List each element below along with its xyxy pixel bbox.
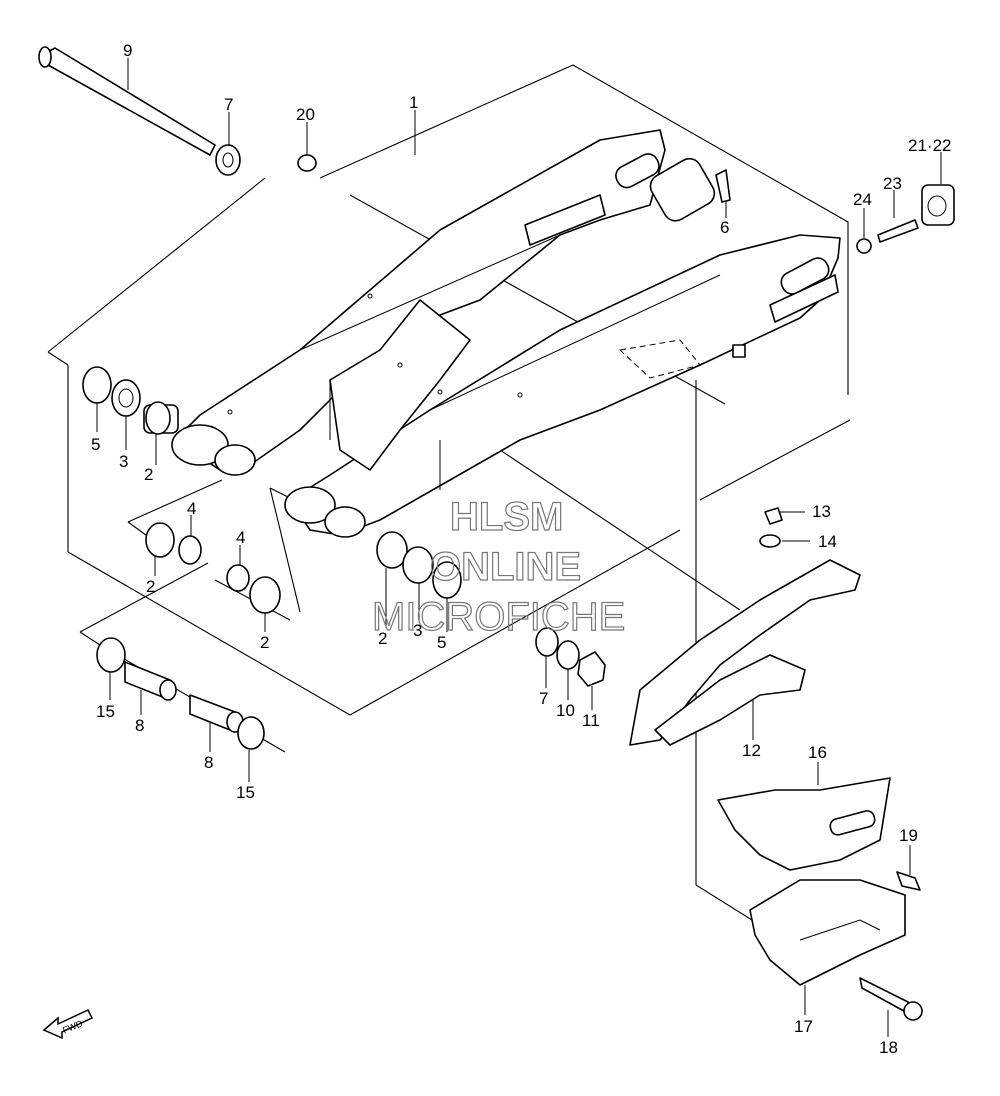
callout-2-middle: 2 <box>260 633 269 652</box>
callout-18: 18 <box>879 1038 898 1057</box>
callout-12: 12 <box>742 741 761 760</box>
watermark: HLSM ONLINE MICROFICHE <box>371 494 626 639</box>
callout-2-lower-left: 2 <box>146 577 155 596</box>
callout-20: 20 <box>296 105 315 124</box>
callout-3-right: 3 <box>413 621 422 640</box>
callout-6: 6 <box>720 218 729 237</box>
callout-15-right: 15 <box>236 783 255 802</box>
callout-17: 17 <box>794 1017 813 1036</box>
callout-24: 24 <box>853 190 872 209</box>
callout-3-left: 3 <box>119 452 128 471</box>
watermark-line-2: ONLINE <box>430 545 581 589</box>
callout-7-bottom: 7 <box>539 689 548 708</box>
watermark-line-1: HLSM <box>450 495 563 539</box>
callout-23: 23 <box>883 174 902 193</box>
callout-2-right: 2 <box>378 629 387 648</box>
callout-5-right: 5 <box>437 633 446 652</box>
callout-2-left: 2 <box>144 465 153 484</box>
fwd-arrow-icon: FWD <box>42 1009 94 1040</box>
callout-14: 14 <box>818 532 837 551</box>
swingarm-body <box>171 129 841 538</box>
callout-8-right: 8 <box>204 753 213 772</box>
callout-7-top: 7 <box>224 95 233 114</box>
callout-16: 16 <box>808 743 827 762</box>
watermark-line-3: MICROFICHE <box>372 595 625 639</box>
callout-1: 1 <box>409 93 418 112</box>
callout-8-left: 8 <box>135 716 144 735</box>
callout-9: 9 <box>123 41 132 60</box>
callout-4-middle: 4 <box>236 528 245 547</box>
leader-lines <box>96 58 942 1037</box>
assembly-frame-lines <box>47 64 851 926</box>
callout-21-22: 21·22 <box>908 136 951 155</box>
callout-labels: 1 9 7 20 6 21·22 23 24 5 3 2 4 2 4 2 2 3… <box>91 41 951 1057</box>
callout-15-left: 15 <box>96 702 115 721</box>
callout-4-left: 4 <box>187 499 196 518</box>
callout-11: 11 <box>582 711 600 730</box>
chain-slider-and-guide <box>629 559 906 986</box>
callout-5-left: 5 <box>91 435 100 454</box>
callout-19: 19 <box>899 826 918 845</box>
hardware-parts <box>38 46 955 1021</box>
callout-13: 13 <box>812 502 831 521</box>
callout-10: 10 <box>556 701 575 720</box>
